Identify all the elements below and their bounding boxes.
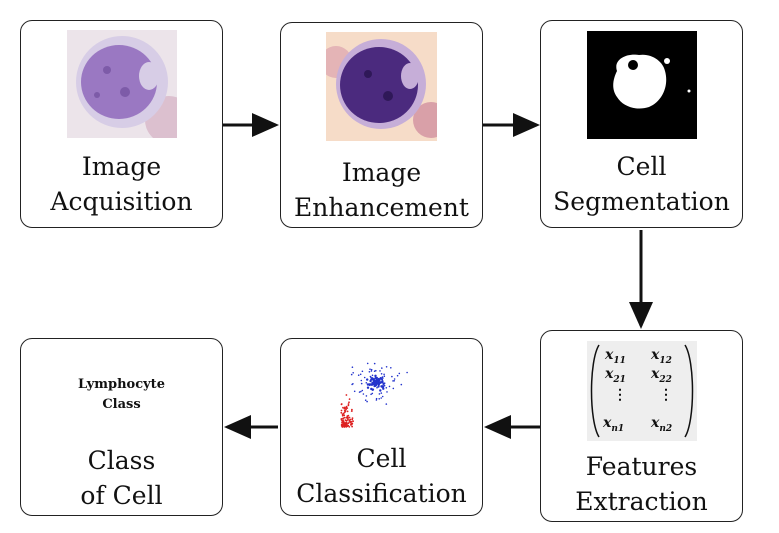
matrix-entry: xn2 bbox=[651, 415, 673, 434]
matrix-vdots: ⋮ bbox=[659, 387, 673, 403]
matrix-entry: x22 bbox=[651, 366, 672, 385]
matrix-entry: x11 bbox=[605, 347, 626, 366]
matrix-entry: xn1 bbox=[603, 415, 625, 434]
enhanced-lymphocyte-image bbox=[326, 32, 437, 141]
classification-scatter-image bbox=[340, 362, 408, 428]
matrix-vdots: ⋮ bbox=[613, 387, 627, 403]
lymphocyte-image bbox=[67, 30, 177, 138]
matrix-entry: x21 bbox=[605, 366, 626, 385]
matrix-brackets bbox=[590, 344, 694, 438]
matrix-entry: x12 bbox=[651, 347, 672, 366]
segmentation-mask-image bbox=[587, 31, 697, 139]
feature-matrix: x11 x12 x21 x22 ⋮ ⋮ xn1 xn2 bbox=[587, 341, 697, 441]
